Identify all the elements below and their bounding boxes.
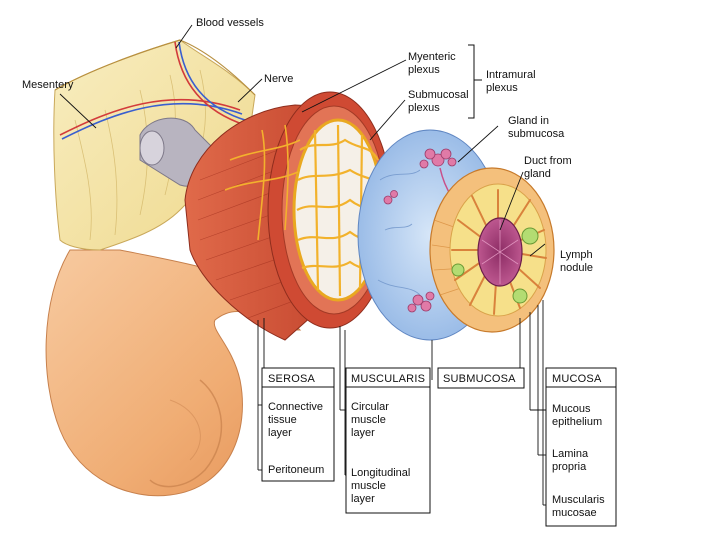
mucosa-box: [545, 367, 617, 527]
muscularis-item: Circular: [351, 401, 389, 413]
lumen-folds: [481, 220, 519, 284]
label-gland-2: submucosa: [508, 128, 565, 140]
lymph-nodule: [451, 263, 465, 277]
serosa-box: [261, 367, 335, 482]
submucosa-box: [437, 367, 525, 389]
label-submucosal: Submucosal: [408, 89, 469, 101]
mucosa-item: mucosae: [552, 507, 597, 519]
label-gland: Gland in: [508, 115, 549, 127]
label-nerve: Nerve: [264, 73, 293, 85]
label-lymph-2: nodule: [560, 262, 593, 274]
header-serosa: SEROSA: [268, 373, 316, 385]
muscularis-item: layer: [351, 493, 375, 505]
muscularis-item: muscle: [351, 414, 386, 426]
label-blood-vessels: Blood vessels: [196, 17, 264, 29]
label-mesentery: Mesentery: [22, 79, 74, 91]
intramural-bracket: [468, 44, 482, 119]
label-intramural-2: plexus: [486, 82, 518, 94]
muscularis-item: muscle: [351, 480, 386, 492]
header-muscularis: MUSCULARIS: [351, 373, 425, 385]
surface-plexus: [224, 124, 301, 241]
lymph-nodule: [521, 227, 539, 245]
header-submucosa: SUBMUCOSA: [443, 373, 516, 385]
submucosa-gland: [419, 148, 457, 169]
serosa-item: Peritoneum: [268, 464, 324, 476]
label-duct: Duct from: [524, 155, 572, 167]
mucosa-item: Lamina: [552, 448, 589, 460]
label-lymph: Lymph: [560, 249, 593, 261]
mucosa-item: Muscularis: [552, 494, 605, 506]
serosa-item: layer: [268, 427, 292, 439]
submucosa-gland-left: [383, 190, 398, 205]
mesentery-top-edge: [54, 39, 256, 96]
serosa-item: tissue: [268, 414, 297, 426]
submucosa-gland-lower: [407, 291, 435, 313]
intestine-loop-inner-fold-2: [169, 399, 201, 461]
muscularis-item: layer: [351, 427, 375, 439]
lymph-nodule: [512, 288, 528, 304]
label-myenteric-2: plexus: [408, 64, 440, 76]
muscularis-item: Longitudinal: [351, 467, 410, 479]
submucosa-vessels: [377, 169, 421, 296]
serosa-item: Connective: [268, 401, 323, 413]
header-mucosa: MUCOSA: [552, 373, 602, 385]
label-myenteric: Myenteric: [408, 51, 456, 63]
intestine-loop-inner-fold: [149, 379, 223, 488]
mucosa-item: Mucous: [552, 403, 591, 415]
mucosa-item: propria: [552, 461, 587, 473]
label-duct-2: gland: [524, 168, 551, 180]
muscularis-box: [345, 367, 431, 514]
roll-end: [139, 130, 165, 166]
mucosa-item: epithelium: [552, 416, 602, 428]
label-intramural: Intramural: [486, 69, 536, 81]
label-submucosal-2: plexus: [408, 102, 440, 114]
leader-lines: [59, 24, 546, 257]
blood-vessel-lines: [59, 41, 249, 140]
